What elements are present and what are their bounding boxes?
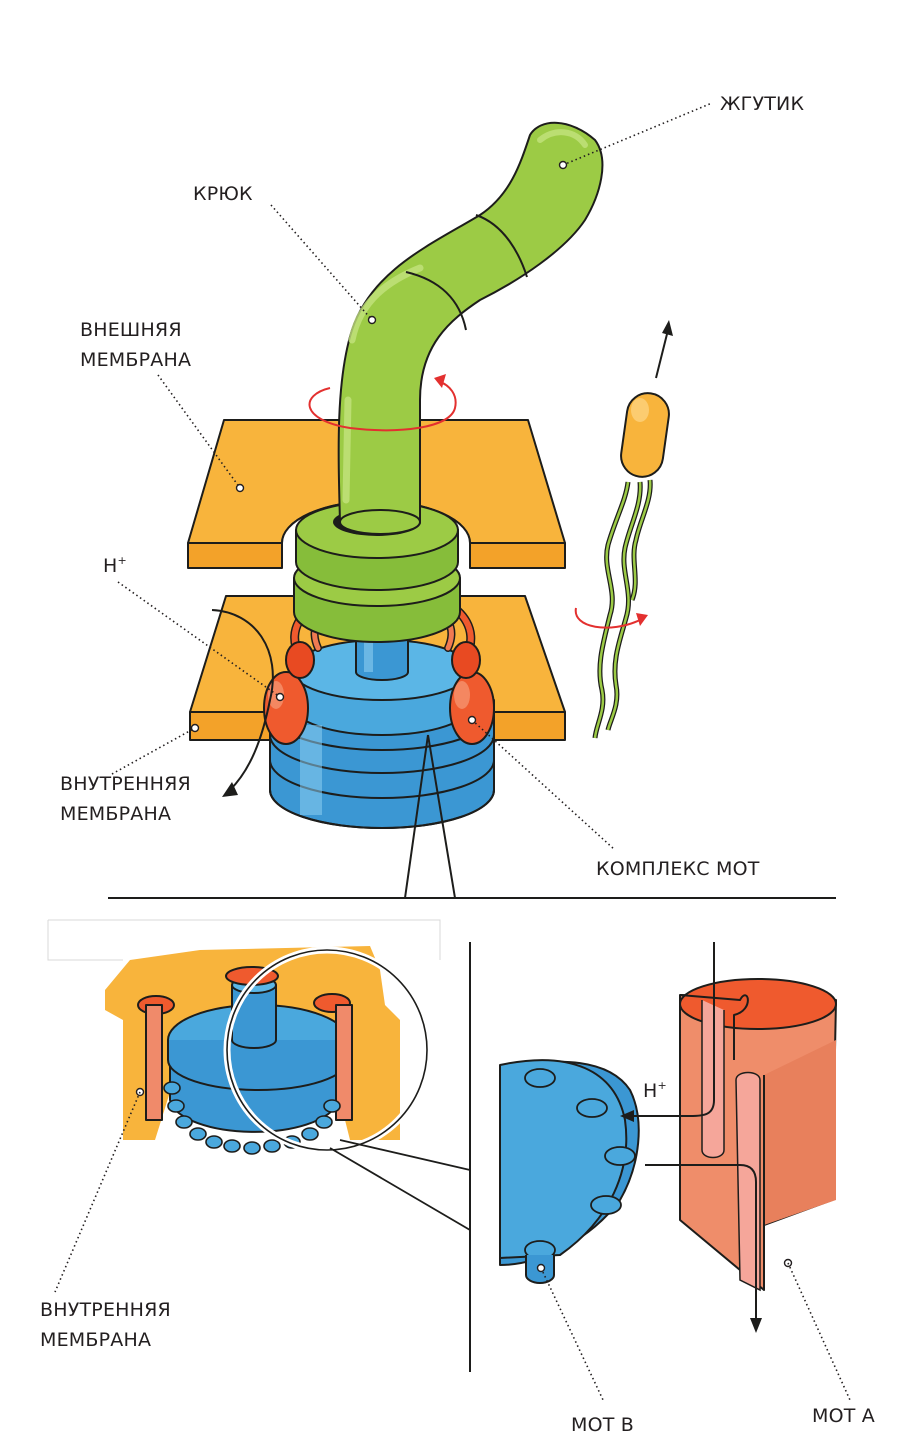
label-outer-membrane-line2: МЕМБРАНА <box>80 349 191 371</box>
label-hook: КРЮК <box>193 183 377 325</box>
bacterium-with-flagella <box>574 320 673 739</box>
hook-and-flagellum <box>337 121 604 535</box>
label-mot-a: МОТ А <box>787 1262 875 1427</box>
label-proton-bottom-text: H+ <box>643 1079 667 1102</box>
proton-flow-arrows-bottom <box>620 942 762 1333</box>
mot-b-rotor-segment <box>499 1059 640 1284</box>
label-hook-text: КРЮК <box>193 183 253 205</box>
label-mot-complex-text: КОМПЛЕКС МОТ <box>596 858 760 880</box>
label-outer-membrane-line1: ВНЕШНЯЯ <box>80 319 182 341</box>
magnifier-lens <box>223 946 471 1231</box>
label-mot-complex: КОМПЛЕКС МОТ <box>467 715 760 880</box>
label-proton-bottom: H+ <box>643 1079 667 1102</box>
label-mot-b-text: МОТ В <box>571 1414 634 1436</box>
hook-rotation-arrow <box>308 374 457 432</box>
label-mot-a-text: МОТ А <box>812 1405 875 1427</box>
mot-a-channel <box>679 978 837 1292</box>
label-proton-top: H+ <box>103 554 285 702</box>
label-inner-membrane-top-line1: ВНУТРЕННЯЯ <box>60 773 191 795</box>
zoom-cone-top <box>404 734 456 899</box>
label-inner-membrane-top: ВНУТРЕННЯЯ МЕМБРАНА <box>60 723 200 825</box>
label-inner-membrane-bottom: ВНУТРЕННЯЯ МЕМБРАНА <box>40 1091 171 1351</box>
label-proton-top-text: H+ <box>103 554 127 577</box>
label-outer-membrane: ВНЕШНЯЯ МЕМБРАНА <box>80 319 245 493</box>
label-inner-membrane-top-line2: МЕМБРАНА <box>60 803 171 825</box>
cutaway-panel <box>47 919 441 1155</box>
label-flagellum: ЖГУТИК <box>558 93 804 170</box>
label-inner-membrane-bottom-line1: ВНУТРЕННЯЯ <box>40 1299 171 1321</box>
label-inner-membrane-bottom-line2: МЕМБРАНА <box>40 1329 151 1351</box>
label-flagellum-text: ЖГУТИК <box>720 93 804 115</box>
proton-flow-arrow-top <box>211 609 274 797</box>
label-mot-b: МОТ В <box>536 1263 634 1436</box>
